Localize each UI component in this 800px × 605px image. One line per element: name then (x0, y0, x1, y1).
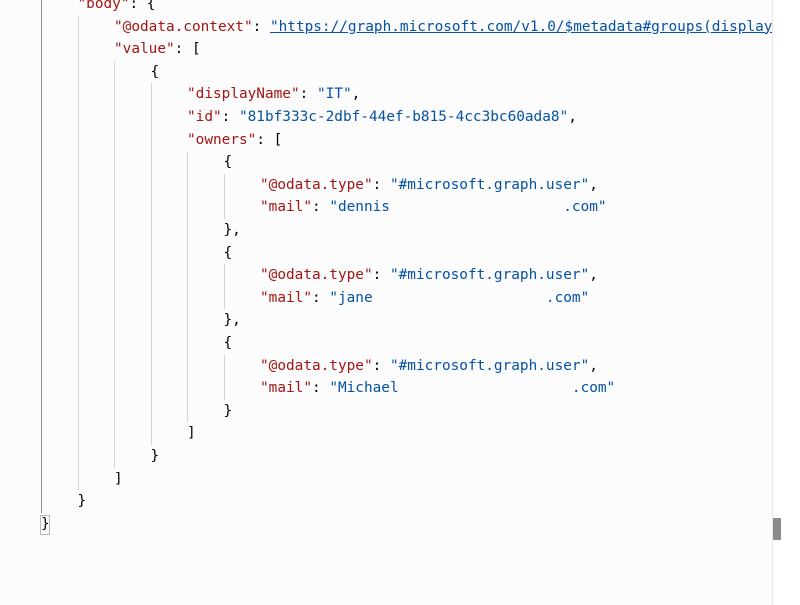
bracket-match-highlight (40, 514, 50, 535)
token-key: "value" (114, 41, 175, 58)
token-gap (399, 377, 572, 399)
token-punc: : [ (256, 131, 283, 148)
code-line[interactable]: } (41, 513, 50, 535)
code-line[interactable]: "@odata.type": "#microsoft.graph.user", (260, 355, 598, 377)
indent-guide (150, 83, 152, 445)
token-str: "#microsoft.graph.user" (389, 176, 590, 193)
indent-guide (187, 151, 188, 423)
token-key: "mail" (260, 199, 312, 216)
code-line[interactable]: "mail": "Michael .com" (260, 377, 615, 399)
token-key: "@odata.context" (114, 18, 253, 35)
scrollbar-thumb[interactable] (773, 518, 781, 540)
token-str: "81bf333c-2dbf-44ef-b815-4cc3bc60ada8" (238, 109, 569, 125)
token-punc: , (589, 267, 598, 284)
code-line[interactable]: "body": { (78, 0, 156, 15)
token-punc: }, (223, 312, 241, 329)
code-line[interactable]: }, (224, 309, 241, 331)
indent-guide (223, 264, 225, 310)
token-link: "https://graph.microsoft.com/v1.0/$metad… (269, 18, 800, 35)
indent-guide (223, 173, 225, 219)
token-punc: } (77, 493, 87, 510)
token-punc: : (372, 176, 390, 193)
token-key: "owners" (187, 131, 257, 148)
code-line[interactable]: { (224, 151, 233, 173)
token-key: "mail" (260, 380, 312, 397)
code-line[interactable]: "@odata.type": "#microsoft.graph.user", (260, 174, 598, 196)
token-punc: { (223, 244, 233, 261)
token-punc: } (41, 515, 50, 532)
token-punc: : (221, 109, 239, 125)
token-punc: : (252, 18, 270, 35)
token-punc: : (372, 357, 390, 374)
code-line[interactable]: } (78, 490, 87, 512)
token-str: "#microsoft.graph.user" (389, 267, 590, 284)
token-punc: } (223, 402, 233, 419)
code-line[interactable]: }, (224, 219, 241, 241)
token-punc: , (589, 357, 598, 374)
code-line[interactable]: { (151, 61, 160, 83)
token-key: "@odata.type" (260, 357, 373, 374)
code-line[interactable]: { (224, 242, 233, 264)
token-punc: }, (223, 222, 241, 238)
token-punc: : (311, 199, 330, 216)
token-punc: : (311, 289, 330, 306)
code-line[interactable]: "@odata.context": "https://graph.microso… (114, 16, 800, 38)
token-gap (390, 196, 563, 218)
token-str: .com" (571, 380, 616, 397)
token-str: "#microsoft.graph.user" (389, 357, 590, 374)
token-key: "mail" (260, 289, 312, 306)
token-punc: : { (129, 0, 156, 12)
token-key: "displayName" (187, 86, 300, 103)
code-line[interactable]: "@odata.type": "#microsoft.graph.user", (260, 264, 598, 286)
token-punc: : (311, 380, 330, 397)
token-punc: , (351, 86, 361, 103)
token-punc: , (589, 176, 598, 193)
indent-guide (114, 60, 115, 468)
code-line[interactable]: "value": [ (114, 38, 201, 60)
indent-guide (223, 354, 225, 400)
code-line[interactable]: ] (187, 422, 196, 444)
token-key: "body" (77, 0, 130, 12)
vertical-scrollbar[interactable] (772, 0, 800, 605)
token-key: "@odata.type" (260, 176, 373, 193)
code-line[interactable]: ] (114, 468, 123, 490)
token-punc: ] (114, 470, 123, 487)
token-punc: { (150, 63, 160, 80)
code-line[interactable]: "id": "81bf333c-2dbf-44ef-b815-4cc3bc60a… (187, 106, 577, 128)
token-str: "IT" (316, 86, 352, 103)
token-punc: ] (187, 425, 196, 442)
code-line[interactable]: } (151, 445, 160, 467)
token-key: "@odata.type" (260, 267, 373, 284)
code-line[interactable]: "mail": "jane .com" (260, 287, 589, 309)
token-punc: : (372, 267, 390, 284)
token-punc: : (299, 86, 317, 103)
token-str: "jane (329, 289, 373, 306)
indent-guide (77, 15, 79, 491)
indent-guide (41, 0, 42, 513)
token-str: .com" (545, 289, 590, 306)
token-punc: , (568, 109, 577, 125)
code-line[interactable]: "mail": "dennis .com" (260, 196, 607, 218)
token-str: "dennis (329, 199, 390, 216)
token-punc: } (150, 448, 160, 464)
token-str: "Michael (329, 380, 399, 397)
code-line[interactable]: { (224, 332, 233, 354)
code-line[interactable]: } (224, 400, 233, 422)
token-str: .com" (563, 199, 607, 216)
code-line[interactable]: "owners": [ (187, 129, 282, 151)
token-gap (373, 287, 546, 309)
token-key: "id" (187, 109, 222, 125)
token-punc: : [ (174, 41, 201, 58)
token-punc: { (223, 335, 233, 351)
code-line[interactable]: "displayName": "IT", (187, 83, 360, 105)
token-punc: { (223, 154, 233, 171)
